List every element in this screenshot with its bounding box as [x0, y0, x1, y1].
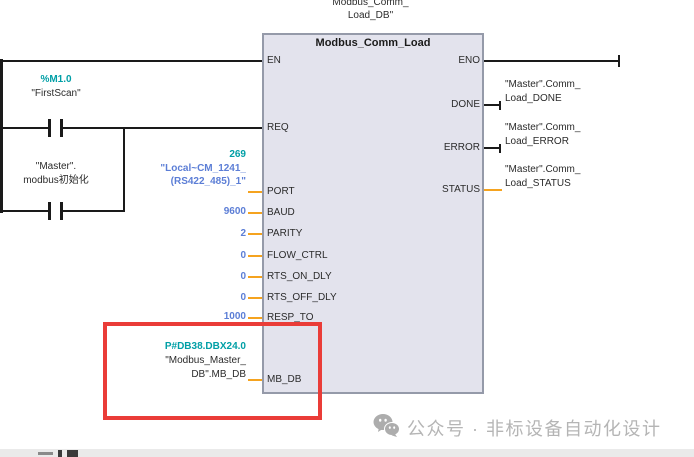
error-operand-line2[interactable]: Load_ERROR: [505, 136, 569, 147]
parity-connector: [248, 233, 262, 235]
pin-rts-on-dly: RTS_ON_DLY: [267, 271, 332, 282]
branch2-wire-right: [63, 210, 125, 212]
port-operand-line2[interactable]: (RS422_485)_1": [170, 176, 246, 187]
req-wire-right: [63, 127, 262, 129]
error-wire-end-tick: [499, 144, 501, 153]
eno-wire-end-tick: [618, 55, 620, 67]
clipped-text-fragment: [67, 450, 78, 457]
pin-status: STATUS: [442, 184, 480, 195]
done-wire-end-tick: [499, 101, 501, 110]
parity-value[interactable]: 2: [240, 228, 246, 239]
contact-firstscan-address[interactable]: %M1.0: [40, 74, 72, 85]
contact-firstscan-name[interactable]: "FirstScan": [31, 88, 81, 99]
pin-baud: BAUD: [267, 207, 295, 218]
clipped-text-fragment: [38, 452, 53, 455]
contact-firstscan-symbol[interactable]: [60, 119, 63, 137]
pin-req: REQ: [267, 122, 289, 133]
modbus-comm-load-block[interactable]: Modbus_Comm_Load: [262, 33, 484, 394]
watermark: 公众号 · 非标设备自动化设计: [373, 413, 662, 442]
branch2-wire-left: [2, 210, 48, 212]
pin-done: DONE: [451, 99, 480, 110]
contact-master-init-name-line2[interactable]: modbus初始化: [23, 175, 89, 186]
resp-to-connector: [248, 317, 262, 319]
pin-en: EN: [267, 55, 281, 66]
port-connector: [248, 191, 262, 193]
annotation-highlight-box: [103, 322, 322, 420]
baud-connector: [248, 212, 262, 214]
mb-db-connector: [248, 379, 262, 381]
instance-db-name-line2[interactable]: Load_DB": [347, 10, 394, 21]
done-wire: [484, 104, 501, 106]
error-wire: [484, 147, 501, 149]
done-operand-line1[interactable]: "Master".Comm_: [505, 79, 581, 90]
error-operand-line1[interactable]: "Master".Comm_: [505, 122, 581, 133]
status-wire: [484, 189, 502, 191]
contact-master-init-symbol[interactable]: [48, 202, 51, 220]
watermark-label: 公众号 · 非标设备自动化设计: [407, 418, 662, 439]
eno-wire: [484, 60, 620, 62]
branch-vertical-wire: [123, 127, 125, 212]
rts-off-dly-value[interactable]: 0: [240, 292, 246, 303]
pin-resp-to: RESP_TO: [267, 312, 314, 323]
rts-off-dly-connector: [248, 297, 262, 299]
mb-db-address[interactable]: P#DB38.DBX24.0: [164, 341, 246, 352]
left-power-rail: [0, 59, 3, 213]
mb-db-operand-line2[interactable]: DB".MB_DB: [191, 369, 246, 380]
block-title: Modbus_Comm_Load: [315, 37, 431, 49]
status-operand-line1[interactable]: "Master".Comm_: [505, 164, 581, 175]
flow-ctrl-connector: [248, 255, 262, 257]
pin-flow-ctrl: FLOW_CTRL: [267, 250, 328, 261]
rts-on-dly-value[interactable]: 0: [240, 271, 246, 282]
done-operand-line2[interactable]: Load_DONE: [505, 93, 562, 104]
port-operand-line1[interactable]: "Local~CM_1241_: [160, 163, 246, 174]
pin-rts-off-dly: RTS_OFF_DLY: [267, 292, 337, 303]
req-wire-left: [2, 127, 48, 129]
en-wire: [2, 60, 262, 62]
clipped-bottom-strip: [0, 449, 694, 457]
pin-parity: PARITY: [267, 228, 303, 239]
flow-ctrl-value[interactable]: 0: [240, 250, 246, 261]
baud-value[interactable]: 9600: [223, 206, 246, 217]
pin-mb-db: MB_DB: [267, 374, 302, 385]
pin-error: ERROR: [443, 142, 480, 153]
resp-to-value[interactable]: 1000: [223, 311, 246, 322]
contact-firstscan-symbol[interactable]: [48, 119, 51, 137]
status-operand-line2[interactable]: Load_STATUS: [505, 178, 571, 189]
port-address[interactable]: 269: [229, 149, 246, 160]
pin-eno: ENO: [458, 55, 480, 66]
rts-on-dly-connector: [248, 276, 262, 278]
wechat-icon: [373, 413, 400, 442]
contact-master-init-name-line1[interactable]: "Master".: [35, 161, 77, 172]
contact-master-init-symbol[interactable]: [60, 202, 63, 220]
clipped-text-fragment: [58, 450, 62, 457]
instance-db-name-line1[interactable]: Modbus_Comm_: [332, 0, 409, 8]
mb-db-operand-line1[interactable]: "Modbus_Master_: [165, 355, 246, 366]
pin-port: PORT: [267, 186, 295, 197]
